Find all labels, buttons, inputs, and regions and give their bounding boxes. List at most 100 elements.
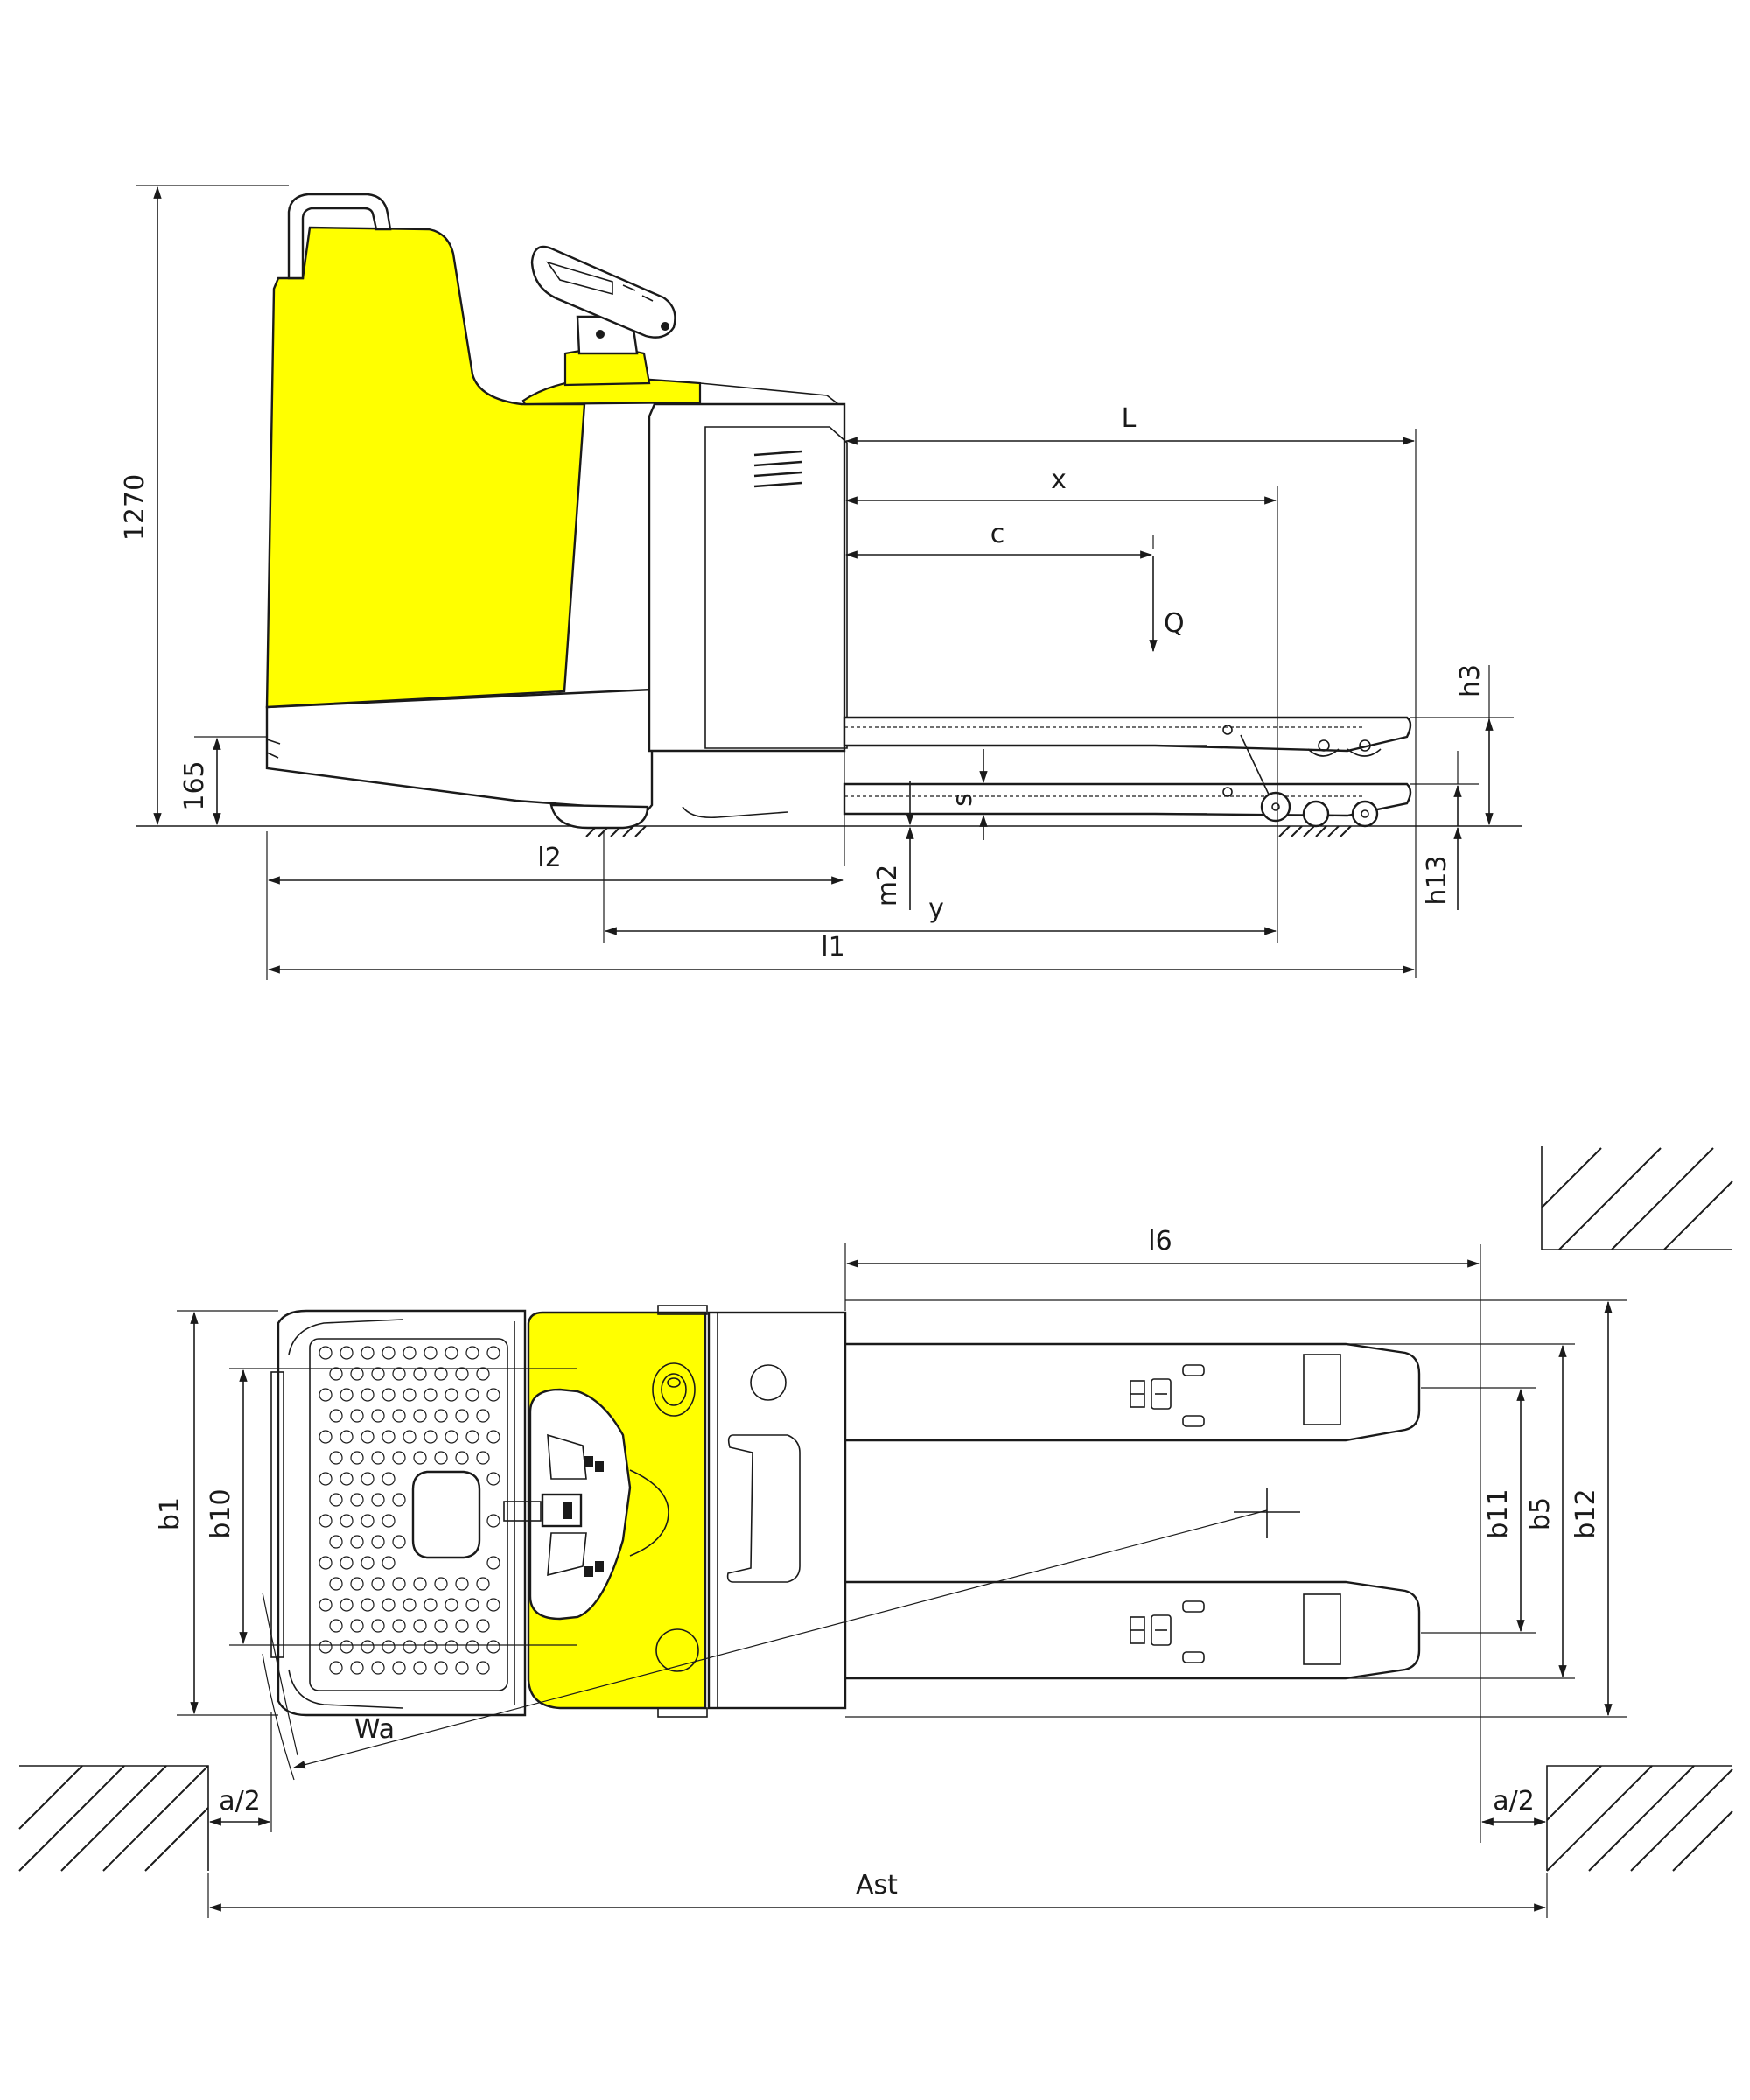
mat-dot bbox=[424, 1430, 438, 1444]
tiller-buttons bbox=[584, 1456, 604, 1577]
mat-dot bbox=[371, 1535, 385, 1549]
mat-dot bbox=[382, 1388, 396, 1402]
upper-fork-pin-icon bbox=[1222, 724, 1233, 735]
mat-dot bbox=[329, 1577, 343, 1591]
label-Wa: Wa bbox=[354, 1714, 395, 1745]
lower-fork-pin-icon bbox=[1222, 787, 1233, 797]
mat-dot bbox=[382, 1556, 396, 1570]
anti-slip-mat bbox=[309, 1338, 508, 1691]
key-switch-inner bbox=[661, 1373, 687, 1406]
stabilizer-wheel bbox=[682, 806, 788, 819]
mat-dot bbox=[371, 1367, 385, 1381]
mat-dot bbox=[486, 1598, 500, 1612]
label-h13: h13 bbox=[1422, 855, 1452, 905]
mat-dot bbox=[486, 1514, 500, 1528]
label-platform-height: 165 bbox=[179, 760, 210, 810]
label-overall-height: 1270 bbox=[120, 474, 150, 541]
mat-dot bbox=[350, 1367, 364, 1381]
label-b10: b10 bbox=[206, 1488, 236, 1538]
rear-handle bbox=[287, 192, 392, 280]
mat-dot bbox=[360, 1430, 374, 1444]
mat-dot bbox=[434, 1577, 448, 1591]
mat-dot bbox=[329, 1661, 343, 1675]
mat-dot bbox=[360, 1556, 374, 1570]
mat-dot bbox=[392, 1409, 406, 1423]
tiller-controls bbox=[546, 261, 654, 302]
mat-dot bbox=[455, 1367, 469, 1381]
mat-dot bbox=[402, 1598, 416, 1612]
mat-dot bbox=[413, 1619, 427, 1633]
mat-dot bbox=[340, 1472, 354, 1486]
mat-dot bbox=[476, 1577, 490, 1591]
mat-dot bbox=[382, 1430, 396, 1444]
housing-handle bbox=[726, 1434, 801, 1583]
label-l1: l1 bbox=[821, 932, 844, 962]
mat-dot bbox=[318, 1598, 332, 1612]
mat-dot bbox=[382, 1346, 396, 1360]
top-cover-panel bbox=[699, 382, 841, 405]
load-roller-front-hub bbox=[1271, 802, 1280, 811]
mat-dot bbox=[413, 1367, 427, 1381]
mat-dot bbox=[413, 1661, 427, 1675]
mat-dot bbox=[476, 1451, 490, 1465]
tiller-arm bbox=[503, 1501, 542, 1522]
label-L: L bbox=[1122, 403, 1137, 434]
mat-dot bbox=[360, 1472, 374, 1486]
mat-dot bbox=[486, 1472, 500, 1486]
load-roller-rear-hub bbox=[1361, 809, 1369, 818]
upper-fork bbox=[843, 716, 1412, 752]
chassis-step-detail bbox=[266, 738, 281, 759]
fork-left-top bbox=[844, 1342, 1421, 1442]
mat-dot bbox=[340, 1430, 354, 1444]
tiller-display bbox=[541, 1493, 583, 1528]
load-roller-middle bbox=[1302, 800, 1330, 828]
mat-dot bbox=[371, 1577, 385, 1591]
mat-dot bbox=[444, 1640, 458, 1654]
mat-dot bbox=[360, 1388, 374, 1402]
mat-dot bbox=[476, 1367, 490, 1381]
mat-dot bbox=[466, 1640, 480, 1654]
label-l6: l6 bbox=[1148, 1226, 1172, 1256]
mat-dot bbox=[318, 1472, 332, 1486]
label-x: x bbox=[1051, 465, 1067, 495]
mat-dot bbox=[350, 1409, 364, 1423]
mat-dot bbox=[329, 1367, 343, 1381]
mat-dot bbox=[371, 1409, 385, 1423]
upper-roller-arcs bbox=[1307, 748, 1382, 757]
panel-tab-top bbox=[657, 1305, 708, 1315]
tiller-grips bbox=[547, 1433, 587, 1577]
label-l2: l2 bbox=[537, 843, 561, 873]
mat-dot bbox=[329, 1535, 343, 1549]
mat-dot bbox=[392, 1493, 406, 1507]
mat-dot bbox=[466, 1430, 480, 1444]
mat-dot bbox=[360, 1346, 374, 1360]
fork-left-rollers bbox=[1130, 1364, 1205, 1427]
mat-dot bbox=[371, 1493, 385, 1507]
label-c: c bbox=[990, 519, 1005, 550]
mat-dot bbox=[360, 1514, 374, 1528]
mat-dot bbox=[371, 1619, 385, 1633]
tiller-button-icon bbox=[661, 322, 669, 331]
mat-dot bbox=[340, 1598, 354, 1612]
side-view: 1270 165 L x c Q h3 h13 bbox=[120, 185, 1522, 980]
mat-dot bbox=[402, 1388, 416, 1402]
fork-linkage bbox=[1240, 734, 1271, 799]
mat-dot bbox=[402, 1640, 416, 1654]
mat-dot bbox=[318, 1514, 332, 1528]
label-b12: b12 bbox=[1571, 1488, 1601, 1538]
label-y: y bbox=[928, 893, 944, 924]
mat-dot bbox=[340, 1556, 354, 1570]
mat-dot bbox=[382, 1598, 396, 1612]
panel-tab-bottom bbox=[657, 1707, 708, 1718]
mat-dot bbox=[382, 1640, 396, 1654]
mat-dot bbox=[455, 1619, 469, 1633]
mat-dot bbox=[402, 1430, 416, 1444]
mat-dot bbox=[444, 1430, 458, 1444]
mat-dot bbox=[392, 1451, 406, 1465]
mat-dot bbox=[434, 1451, 448, 1465]
key-switch-icon bbox=[652, 1362, 696, 1417]
mat-dot bbox=[476, 1409, 490, 1423]
key-slot-icon bbox=[667, 1377, 681, 1388]
drive-housing-top bbox=[707, 1311, 847, 1710]
mat-dot bbox=[371, 1451, 385, 1465]
